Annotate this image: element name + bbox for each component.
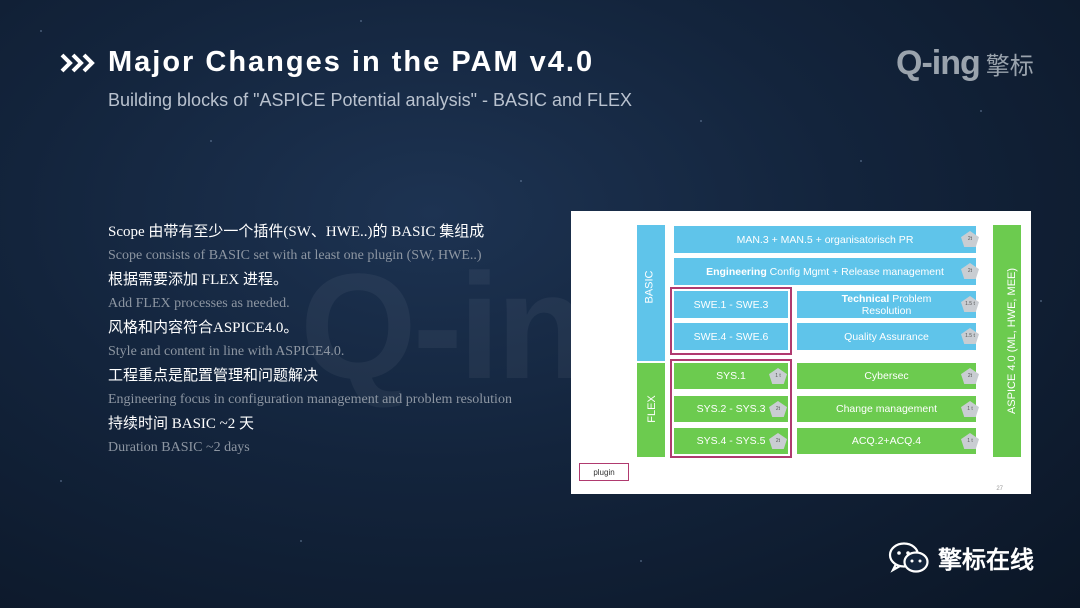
bullet-en-3: Style and content in line with ASPICE4.0… [108,344,345,359]
bullet-zh-4: 工程重点是配置管理和问题解决 [108,368,319,384]
aspice-diagram: BASIC FLEX ASPICE 4.0 (ML, HWE, MEE) MAN… [571,211,1031,494]
swe4-text: SWE.4 - SWE.6 [693,330,769,343]
cybersec-block: Cybersec [797,363,976,389]
qa-block: Quality Assurance [797,323,976,350]
swe1-block: SWE.1 - SWE.3 [674,291,788,318]
plugin-outline-swe [670,287,792,355]
double-chevron-right-icon [60,53,95,73]
cybersec-text: Cybersec [864,370,909,382]
duration-badge: 1.5 t [961,296,979,312]
basic-column [637,225,665,361]
duration-badge: 1.5 t [961,328,979,344]
brand-name-cn: 擎标 [985,53,1034,80]
wechat-account-name: 擎标在线 [938,547,1034,574]
wechat-icon [888,541,929,573]
qa-text: Quality Assurance [844,330,929,343]
page-subtitle: Building blocks of "ASPICE Potential ana… [108,90,633,110]
man-block: MAN.3 + MAN.5 + organisatorisch PR [674,226,976,253]
sys1-block: SYS.1 [674,363,788,389]
basic-label: BASIC [643,270,656,304]
bullet-en-5: Duration BASIC ~2 days [108,440,250,455]
duration-badge: 2t [769,433,787,449]
bullet-en-4: Engineering focus in configuration manag… [108,392,512,407]
bullet-en-1: Scope consists of BASIC set with at leas… [108,248,482,263]
technical-bold: Technical [841,292,890,305]
plugin-legend: plugin [579,463,629,481]
sys4-text: SYS.4 - SYS.5 [696,435,766,447]
technical-rest: Problem Resolution [861,292,932,317]
aspice-column [993,225,1021,457]
bullet-zh-5: 持续时间 BASIC ~2 天 [108,416,255,432]
flex-column [637,363,665,457]
bullet-zh-2: 根据需要添加 FLEX 进程。 [108,272,289,288]
acq-block: ACQ.2+ACQ.4 [797,428,976,454]
slide-page-number: 27 [996,486,1003,492]
brand-logo: Q-ing 擎标 [896,44,1034,83]
engineering-block: Engineering Config Mgmt + Release manage… [674,258,976,285]
engineering-bold: Engineering [706,265,767,278]
duration-badge: 2t [961,368,979,384]
plugin-outline-sys [670,359,792,458]
duration-badge: 1 t [961,401,979,417]
aspice-label: ASPICE 4.0 (ML, HWE, MEE) [1006,267,1019,415]
duration-badge: 1 t [769,368,787,384]
duration-badge: 2t [961,263,979,279]
page-title: Major Changes in the PAM v4.0 [108,46,595,78]
sys4-block: SYS.4 - SYS.5 [674,428,788,454]
duration-badge: 2t [769,401,787,417]
brand-name: Q-ing [896,44,981,82]
technical-block: Technical Problem Resolution [797,291,976,318]
duration-badge: 1 t [961,433,979,449]
bullet-zh-3: 风格和内容符合ASPICE4.0。 [108,320,299,336]
swe4-block: SWE.4 - SWE.6 [674,323,788,350]
flex-label: FLEX [645,395,658,423]
sys2-block: SYS.2 - SYS.3 [674,396,788,422]
engineering-rest: Config Mgmt + Release management [766,265,944,278]
acq-text: ACQ.2+ACQ.4 [851,435,922,447]
change-text: Change management [836,403,937,415]
bullet-zh-1: Scope 由带有至少一个插件(SW、HWE..)的 BASIC 集组成 [108,224,485,240]
change-block: Change management [797,396,976,422]
swe1-text: SWE.1 - SWE.3 [693,298,769,311]
duration-badge: 2t [961,231,979,247]
bullet-en-2: Add FLEX processes as needed. [108,296,290,311]
wechat-account: 擎标在线 [888,540,1034,575]
bullet-list: Scope 由带有至少一个插件(SW、HWE..)的 BASIC 集组成 Sco… [108,220,578,460]
sys1-text: SYS.1 [716,370,746,382]
man-text: MAN.3 + MAN.5 + organisatorisch PR [736,233,914,246]
sys2-text: SYS.2 - SYS.3 [696,403,766,415]
